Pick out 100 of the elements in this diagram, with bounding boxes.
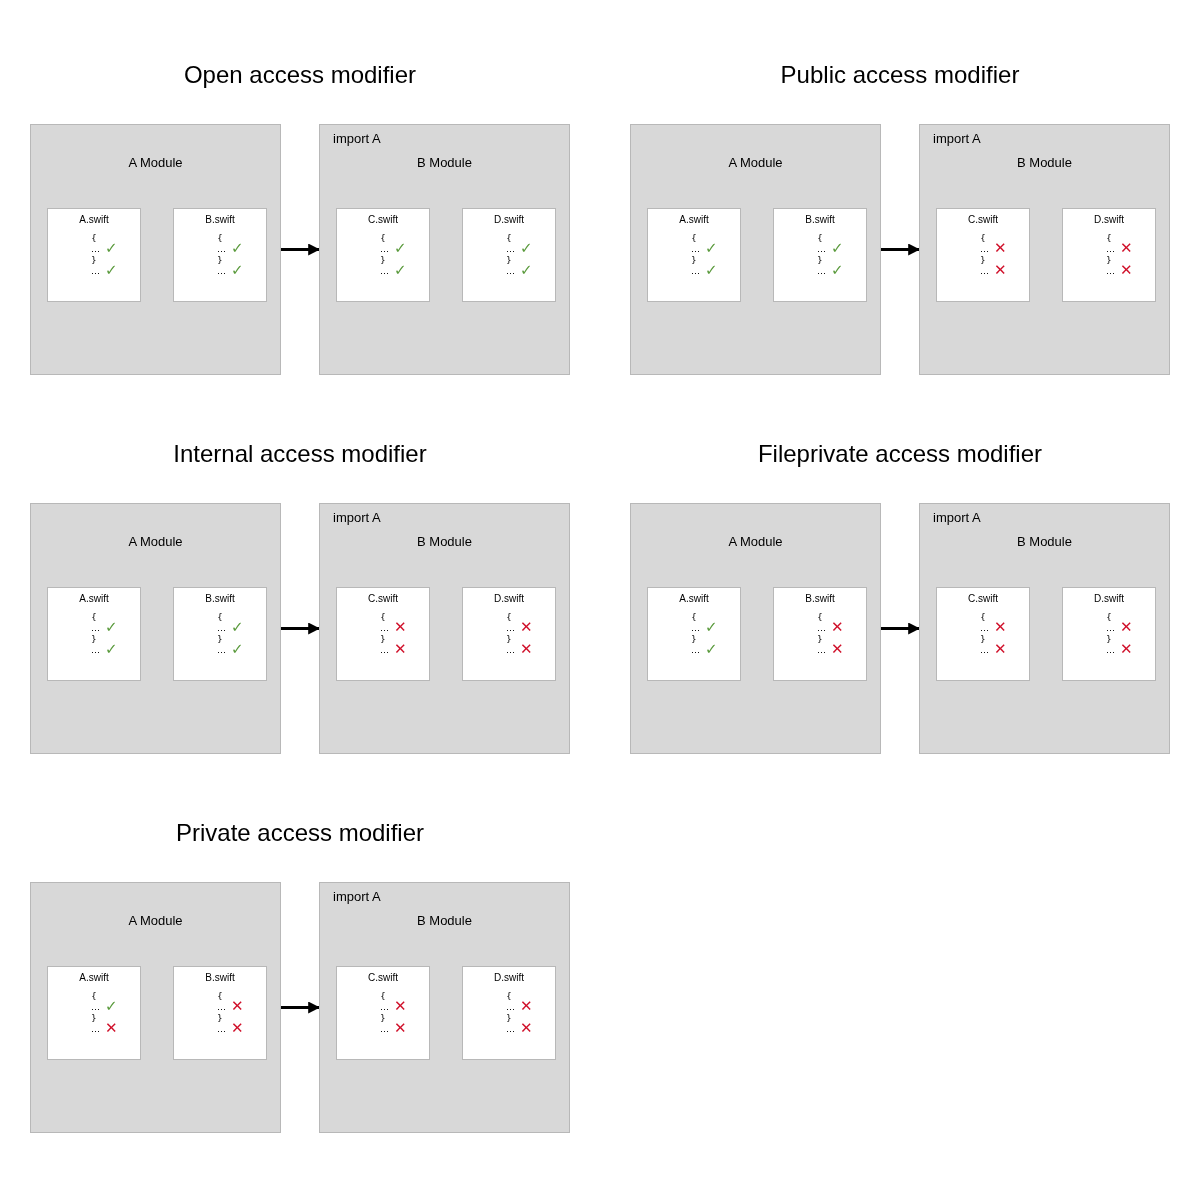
check-mark: ✓ [394,262,407,278]
code-line: … [691,244,700,255]
import-statement: import A [333,131,381,146]
file-name: C.swift [367,214,399,225]
file-name: D.swift [493,972,525,983]
panel-title: Internal access modifier [172,439,428,469]
check-mark: ✓ [231,240,244,256]
code-line: } [91,255,97,266]
cross-mark: ✕ [831,641,844,657]
arrow [881,243,921,256]
code-line: … [1106,266,1115,277]
file-name: B.swift [204,593,236,604]
code-line: { [1106,233,1112,244]
file-card [47,966,141,1060]
file-name: C.swift [367,593,399,604]
code-line: { [380,612,386,623]
module-title: B Module [416,913,473,928]
code-line: … [217,1024,226,1035]
file-name: A.swift [78,214,110,225]
code-line: … [217,645,226,656]
code-line: … [691,266,700,277]
code-line: { [817,233,823,244]
cross-mark: ✕ [1120,240,1133,256]
file-name: D.swift [493,214,525,225]
file-name: A.swift [78,972,110,983]
code-line: } [980,255,986,266]
code-line: } [691,255,697,266]
check-mark: ✓ [231,641,244,657]
file-card [773,587,867,681]
code-line: } [380,634,386,645]
module-title: B Module [1016,534,1073,549]
code-line: … [506,266,515,277]
code-line: { [380,233,386,244]
module-box [319,124,570,375]
cross-mark: ✕ [520,619,533,635]
code-line: … [506,1024,515,1035]
file-card [647,587,741,681]
file-name: B.swift [204,214,236,225]
code-line: } [1106,255,1112,266]
cross-mark: ✕ [394,1020,407,1036]
code-line: … [217,623,226,634]
file-name: C.swift [967,593,999,604]
file-card [773,208,867,302]
code-line: { [691,612,697,623]
code-line: { [217,612,223,623]
code-line: … [506,1002,515,1013]
panel-title: Private access modifier [174,818,426,848]
cross-mark: ✕ [994,619,1007,635]
file-name: D.swift [1093,214,1125,225]
check-mark: ✓ [105,240,118,256]
code-line: … [817,266,826,277]
module-box [30,124,281,375]
module-title: A Module [127,534,184,549]
check-mark: ✓ [105,641,118,657]
code-line: … [980,623,989,634]
code-line: { [380,991,386,1002]
file-name: C.swift [967,214,999,225]
module-box [919,503,1170,754]
file-card [336,208,430,302]
check-mark: ✓ [520,240,533,256]
cross-mark: ✕ [1120,641,1133,657]
code-line: … [380,244,389,255]
file-name: B.swift [804,593,836,604]
cross-mark: ✕ [394,619,407,635]
module-box [319,882,570,1133]
code-line: { [506,991,512,1002]
code-line: } [817,634,823,645]
cross-mark: ✕ [394,998,407,1014]
check-mark: ✓ [105,619,118,635]
cross-mark: ✕ [1120,619,1133,635]
cross-mark: ✕ [831,619,844,635]
module-title: A Module [127,913,184,928]
code-line: … [691,623,700,634]
file-card [462,966,556,1060]
code-line: … [91,266,100,277]
module-box [319,503,570,754]
module-title: B Module [416,534,473,549]
code-line: … [506,244,515,255]
file-name: D.swift [1093,593,1125,604]
module-box [30,503,281,754]
code-line: { [217,991,223,1002]
module-title: B Module [1016,155,1073,170]
file-card [936,587,1030,681]
file-card [647,208,741,302]
code-line: … [380,1024,389,1035]
code-line: … [817,623,826,634]
code-line: … [1106,244,1115,255]
code-line: } [91,1013,97,1024]
panel-title: Fileprivate access modifier [756,439,1044,469]
cross-mark: ✕ [994,641,1007,657]
code-line: } [91,634,97,645]
code-line: } [691,634,697,645]
panel-title: Public access modifier [779,60,1021,90]
module-box [919,124,1170,375]
code-line: … [506,645,515,656]
import-statement: import A [933,131,981,146]
file-name: A.swift [678,214,710,225]
arrow [881,622,921,635]
code-line: … [91,244,100,255]
arrow [281,243,321,256]
